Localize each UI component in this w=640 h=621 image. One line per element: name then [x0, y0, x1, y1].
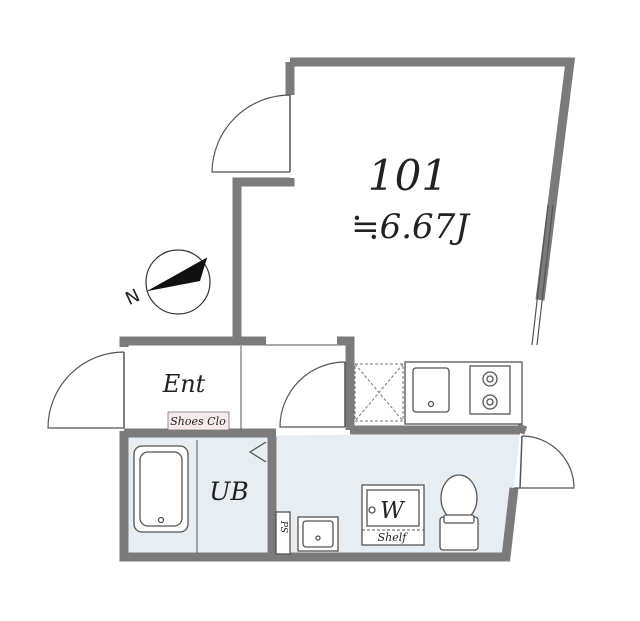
outer-wall	[290, 57, 576, 301]
door-swing	[47, 351, 125, 429]
shoes-closet-label: Shoes Clo	[170, 415, 226, 428]
shelf-label: Shelf	[378, 531, 409, 544]
unit-bath-label: UB	[209, 477, 248, 506]
door-swing	[211, 94, 291, 173]
sink	[412, 367, 450, 413]
door-leaf	[519, 435, 523, 489]
door-swing	[279, 361, 346, 428]
bathtub-drain	[157, 516, 165, 524]
pipe-space	[275, 511, 291, 555]
entrance-wall	[337, 336, 355, 430]
compass: N	[122, 249, 211, 315]
compass-axis	[147, 257, 208, 292]
unit-area: ≒6.67J	[351, 207, 471, 247]
washer-drain	[368, 506, 376, 514]
toilet-bowl	[440, 474, 478, 522]
bath-mirror	[248, 441, 267, 463]
entrance-label: Ent	[162, 370, 206, 398]
sink-drain	[427, 400, 435, 408]
washer-label: W	[380, 498, 406, 524]
bathtub-inner	[139, 451, 183, 527]
toilet-seat-hinge	[443, 514, 475, 524]
washer-pan-inner	[366, 489, 420, 527]
kitchen-storage-cross	[354, 363, 404, 422]
outer-wall	[119, 177, 295, 347]
burner	[486, 375, 494, 383]
outer-wall	[515, 423, 528, 435]
pipe-space-label: PS	[278, 520, 288, 533]
door-swing	[514, 435, 575, 489]
compass-north-label: N	[122, 285, 143, 310]
washbasin-bowl	[302, 520, 334, 548]
burner	[486, 398, 494, 406]
unit-number: 101	[368, 151, 448, 200]
washbasin-drain	[315, 535, 321, 541]
window	[536, 204, 554, 346]
shoes-closet-box	[167, 411, 230, 431]
window	[531, 204, 549, 346]
outer-wall	[119, 439, 519, 562]
